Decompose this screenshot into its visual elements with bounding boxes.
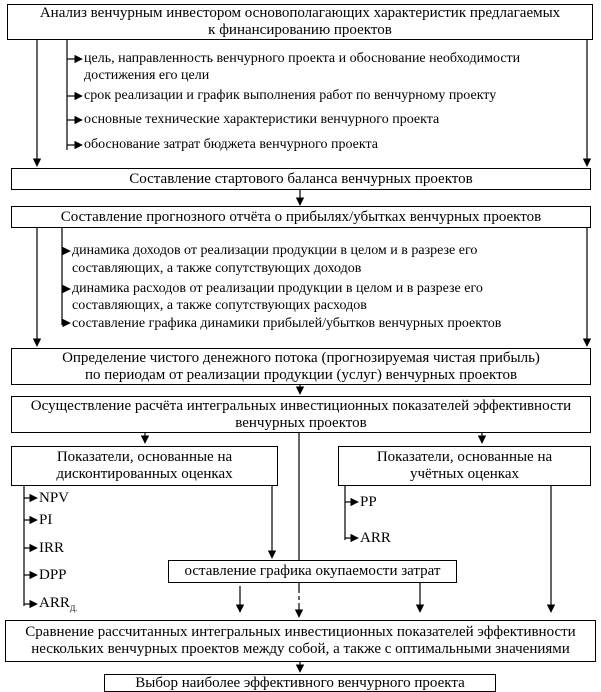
forecast-item: составляющих, а также сопутствующих расх… bbox=[72, 298, 367, 313]
payback-box-label: оставление графика окупаемости затрат bbox=[184, 563, 441, 579]
indicator-arr-accounting: ARR bbox=[360, 530, 391, 546]
discount-box: Показатели, основанные на дисконтированн… bbox=[11, 446, 278, 486]
analysis-title-line: Анализ венчурным инвестором основополага… bbox=[39, 5, 561, 21]
analysis-item: обоснование затрат бюджета венчурного пр… bbox=[84, 137, 379, 152]
indicator-dpp: DPP bbox=[39, 567, 67, 583]
balance-box: Составление стартового баланса венчурных… bbox=[11, 168, 591, 190]
cashflow-line: Определение чистого денежного потока (пр… bbox=[62, 350, 540, 366]
accounting-box: Показатели, основанные на учётных оценка… bbox=[338, 446, 591, 486]
balance-box-label: Составление стартового баланса венчурных… bbox=[129, 171, 473, 187]
integral-line: венчурных проектов bbox=[235, 415, 367, 431]
payback-box: оставление графика окупаемости затрат bbox=[168, 560, 457, 583]
indicator-arr-discounted: ARRД. bbox=[39, 595, 77, 617]
forecast-box-label: Составление прогнозного отчёта о прибыля… bbox=[60, 209, 542, 225]
forecast-item: составление графика динамики прибылей/уб… bbox=[72, 316, 502, 331]
integral-box: Осуществление расчёта интегральных инвес… bbox=[11, 396, 591, 433]
analysis-item: срок реализации и график выполнения рабо… bbox=[84, 88, 497, 103]
analysis-item: цель, направленность венчурного проекта … bbox=[84, 51, 521, 66]
discount-line: дисконтированных оценках bbox=[56, 466, 233, 482]
accounting-line: учётных оценках bbox=[409, 466, 520, 482]
forecast-item: динамика расходов от реализации продукци… bbox=[72, 281, 483, 296]
cashflow-box: Определение чистого денежного потока (пр… bbox=[11, 348, 591, 385]
arr-subscript: Д. bbox=[69, 604, 78, 613]
cashflow-line: по периодам от реализации продукции (усл… bbox=[84, 367, 518, 383]
analysis-box: Анализ венчурным инвестором основополага… bbox=[7, 4, 593, 40]
indicator-arr-label: ARR bbox=[39, 595, 70, 611]
compare-box: Сравнение рассчитанных интегральных инве… bbox=[5, 620, 596, 662]
analysis-item: основные технические характеристики венч… bbox=[84, 112, 440, 127]
discount-line: Показатели, основанные на bbox=[56, 449, 233, 465]
forecast-item: составляющих, а также сопутствующих дохо… bbox=[72, 261, 362, 276]
accounting-line: Показатели, основанные на bbox=[376, 449, 553, 465]
integral-line: Осуществление расчёта интегральных инвес… bbox=[30, 398, 572, 414]
compare-line: Сравнение рассчитанных интегральных инве… bbox=[25, 624, 576, 640]
compare-line: нескольких венчурных проектов между собо… bbox=[31, 641, 570, 657]
forecast-item: динамика доходов от реализации продукции… bbox=[72, 243, 478, 258]
analysis-item: достижения его цели bbox=[84, 68, 210, 83]
indicator-pi: PI bbox=[39, 512, 53, 528]
analysis-title-line: к финансированию проектов bbox=[208, 22, 392, 38]
choice-box: Выбор наиболее эффективного венчурного п… bbox=[104, 674, 496, 692]
indicator-irr: IRR bbox=[39, 540, 65, 556]
forecast-box: Составление прогнозного отчёта о прибыля… bbox=[11, 206, 591, 228]
choice-box-label: Выбор наиболее эффективного венчурного п… bbox=[135, 675, 465, 691]
indicator-pp: PP bbox=[360, 494, 377, 510]
indicator-npv: NPV bbox=[39, 490, 70, 506]
